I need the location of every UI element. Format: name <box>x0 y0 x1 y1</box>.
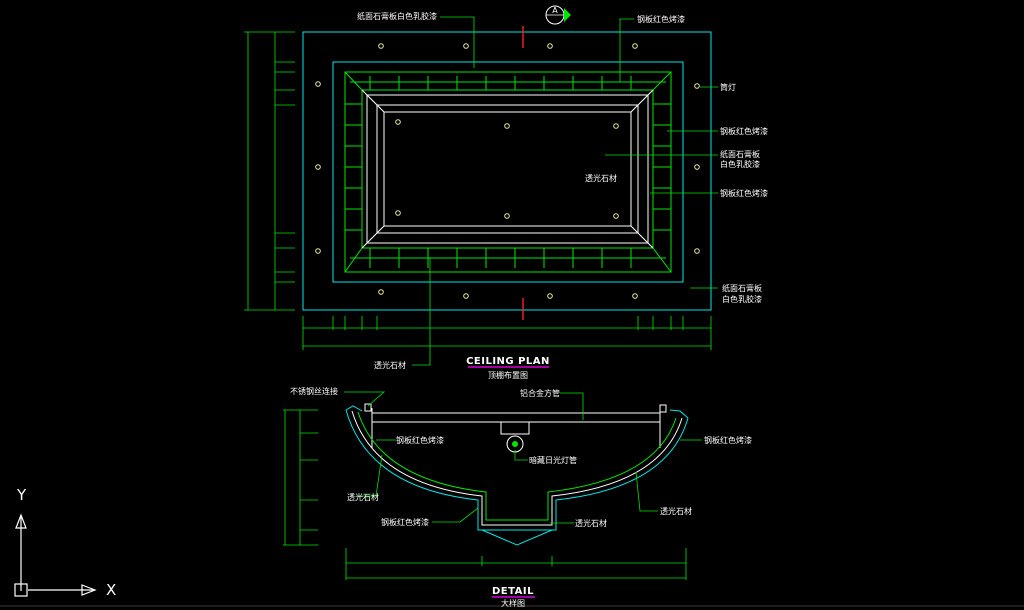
label-stone-bottom: 透光石材 <box>374 360 406 370</box>
detail-shell-outer <box>345 409 689 531</box>
downlight-icon <box>395 210 401 216</box>
detail-title: DETAIL <box>492 586 534 597</box>
downlight-icon <box>547 293 553 299</box>
label-steel-left: 钢板红色烤漆 <box>396 435 444 445</box>
label-gypsum-right-c: 纸面石膏板 <box>722 283 762 293</box>
plan-outer-boundary <box>302 31 712 311</box>
detail-left-dimension <box>283 409 318 546</box>
downlight-icon <box>504 213 510 219</box>
label-steel-right: 钢板红色烤漆 <box>704 435 752 445</box>
downlight-icon <box>378 289 384 295</box>
label-gypsum-right-d: 白色乳胶漆 <box>722 294 762 304</box>
downlight-icon <box>315 164 321 170</box>
plan-cove-inner <box>376 104 639 234</box>
downlight-icon <box>613 123 619 129</box>
detail-subtitle: 大样图 <box>501 598 525 608</box>
label-stone-left: 透光石材 <box>347 492 379 502</box>
downlight-icon <box>632 43 638 49</box>
downlight-icon <box>694 248 700 254</box>
plan-downlights <box>315 43 700 299</box>
detail-bottom-dimension <box>345 548 687 580</box>
ucs-x-label: X <box>106 581 116 599</box>
plan-leader-lines <box>412 16 718 366</box>
detail-shell-mid <box>351 410 683 526</box>
downlight-icon <box>315 248 321 254</box>
plan-left-dimension <box>244 31 295 311</box>
label-stone-right: 透光石材 <box>660 506 692 516</box>
downlight-icon <box>463 43 469 49</box>
detail-leader-lines <box>344 391 702 524</box>
detail-shell-inner <box>357 411 677 521</box>
ucs-icon: Y X <box>14 486 116 599</box>
label-steel-bottom: 钢板红色烤漆 <box>381 517 429 527</box>
label-downlight: 筒灯 <box>720 82 736 92</box>
downlight-icon <box>694 164 700 170</box>
downlight-icon <box>504 123 510 129</box>
detail-bottom-point <box>481 529 553 546</box>
detail-section: 不锈钢丝连接 铝合金方管 钢板红色烤漆 钢板红色烤漆 暗藏日光灯管 透光石材 透… <box>283 386 752 608</box>
plan-center-panel <box>383 111 632 227</box>
downlight-icon <box>315 81 321 87</box>
plan-cove-outer <box>366 94 649 244</box>
label-steel-right-2: 钢板红色烤漆 <box>720 188 768 198</box>
label-hidden-tube: 暗藏日光灯管 <box>529 455 577 465</box>
downlight-icon <box>613 213 619 219</box>
ceiling-plan: A <box>244 5 768 380</box>
downlight-icon <box>463 293 469 299</box>
label-gypsum-right-a: 纸面石膏板 <box>720 149 760 159</box>
plan-frame-outer <box>344 71 672 273</box>
plan-stone-tile-grid <box>345 76 671 268</box>
label-steel-right-1: 钢板红色烤漆 <box>720 126 768 136</box>
label-stone-bottom-detail: 透光石材 <box>575 518 607 528</box>
ucs-y-label: Y <box>16 486 27 504</box>
label-gypsum-top: 纸面石膏板白色乳胶漆 <box>357 11 437 21</box>
plan-bottom-dimension <box>302 316 712 350</box>
downlight-icon <box>378 43 384 49</box>
section-marker-symbol[interactable]: A <box>545 5 571 25</box>
label-stone-center: 透光石材 <box>585 173 617 183</box>
label-steel-top: 钢板红色烤漆 <box>637 14 685 24</box>
label-alu-tube: 铝合金方管 <box>520 388 560 398</box>
label-stainless: 不锈钢丝连接 <box>290 386 338 396</box>
section-marker-label: A <box>552 6 558 15</box>
plan-corner-miters <box>344 71 672 273</box>
downlight-icon <box>395 119 401 125</box>
plan-frame-inner <box>361 89 654 249</box>
plan-subtitle: 顶棚布置图 <box>488 370 528 380</box>
plan-gypsum-boundary <box>332 61 684 283</box>
plan-title: CEILING PLAN <box>466 356 550 367</box>
downlight-icon <box>547 43 553 49</box>
downlight-icon <box>694 83 700 89</box>
downlight-icon <box>632 293 638 299</box>
detail-connectors <box>364 403 667 413</box>
label-gypsum-right-b: 白色乳胶漆 <box>720 159 760 169</box>
